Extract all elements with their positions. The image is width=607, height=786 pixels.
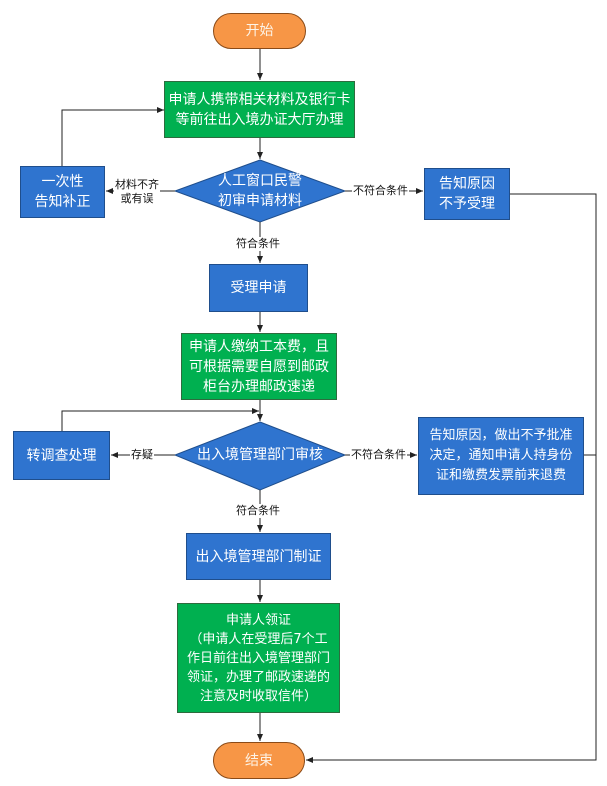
pay-fee-node: 申请人缴纳工本费，且 可根据需要自愿到邮政 柜台办理邮政速递 [181, 333, 337, 400]
start-node: 开始 [213, 13, 306, 49]
department-review-label: 出入境管理部门审核 [197, 447, 323, 463]
label-doubt: 存疑 [130, 448, 154, 462]
reject-acceptance-node: 告知原因 不予受理 [424, 168, 510, 220]
accept-application-node: 受理申请 [209, 264, 308, 312]
submit-materials-node: 申请人携带相关材料及银行卡 等前往出入境办证大厅办理 [164, 81, 355, 138]
label-incomplete: 材料不齐 或有误 [114, 178, 160, 206]
label-not-qualified-1: 不符合条件 [352, 184, 409, 198]
edge-correction-submit [61, 107, 164, 166]
initial-review-label: 人工窗口民警 初审申请材料 [218, 173, 302, 209]
edge-reject1-end [306, 193, 597, 763]
correction-node: 一次性 告知补正 [20, 166, 105, 218]
collect-certificate-node: 申请人领证 （申请人在受理后7个工 作日前往出入境管理部门 领证，办理了邮政速递… [177, 603, 340, 713]
edge-investigate-review2 [61, 408, 259, 431]
investigate-node: 转调查处理 [13, 431, 110, 480]
label-qualified-1: 符合条件 [235, 237, 281, 251]
produce-certificate-node: 出入境管理部门制证 [186, 533, 331, 580]
label-qualified-2: 符合条件 [235, 504, 281, 518]
end-node: 结束 [213, 742, 305, 779]
reject-approval-node: 告知原因，做出不予批准 决定，通知申请人持身份 证和缴费发票前来退费 [418, 417, 584, 495]
label-not-qualified-2: 不符合条件 [350, 448, 407, 462]
